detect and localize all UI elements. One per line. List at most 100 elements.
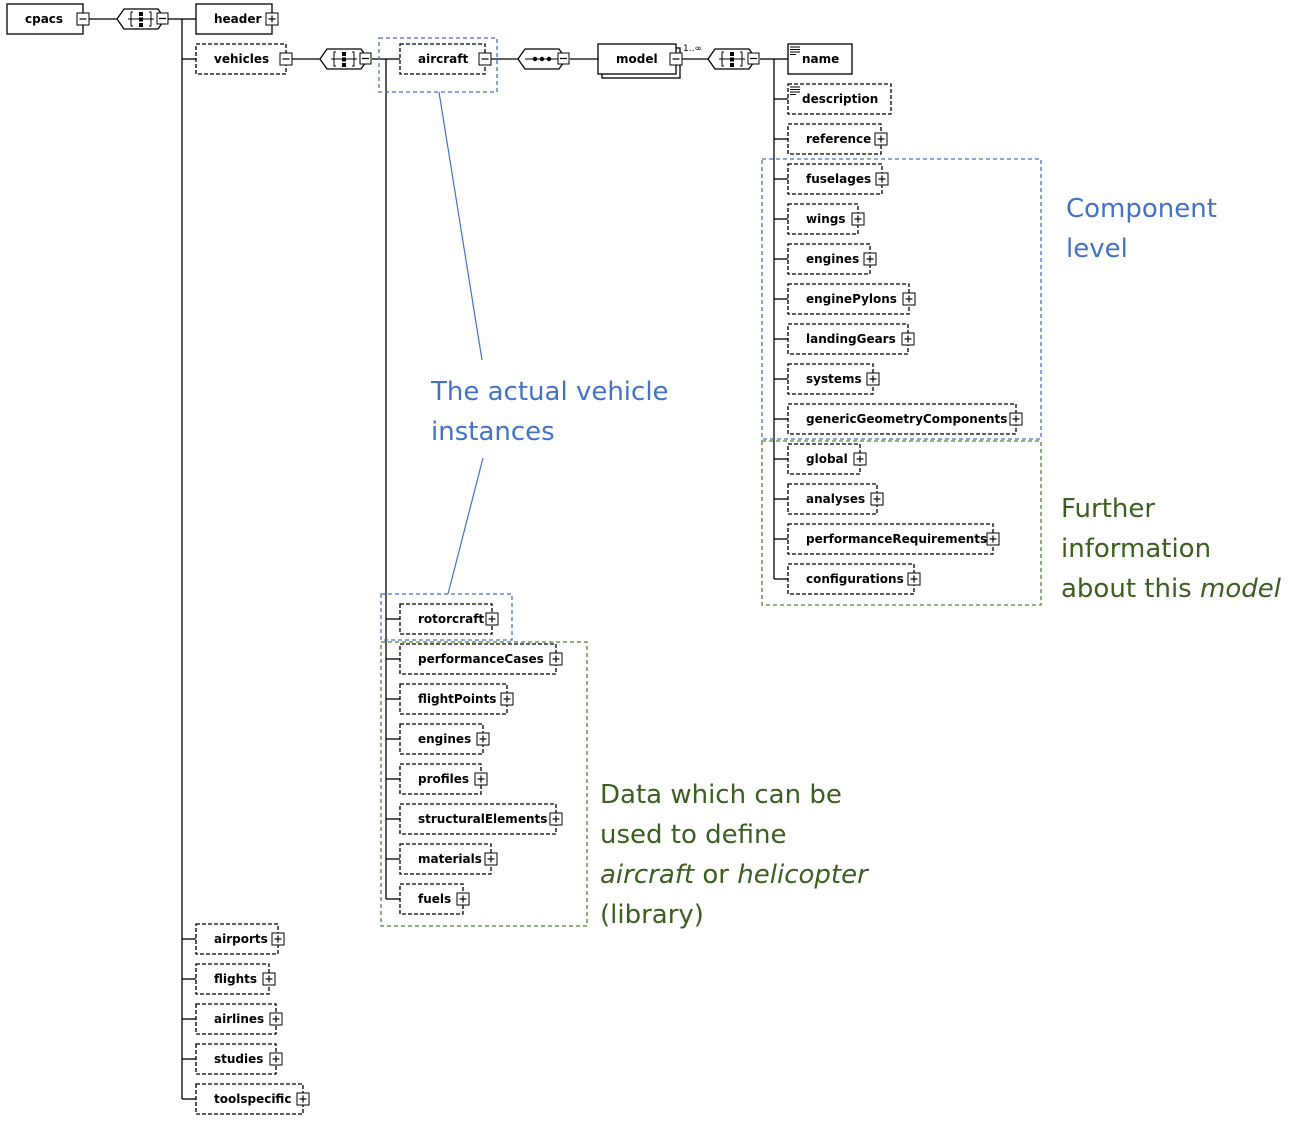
further-info-line3: about this model (1061, 574, 1282, 604)
node-name[interactable]: name (787, 43, 853, 75)
node-label: landingGears (806, 332, 896, 346)
node-box (399, 803, 557, 835)
expand-plus-icon[interactable] (265, 12, 279, 26)
expand-plus-icon[interactable] (874, 132, 888, 146)
node-label: airlines (214, 1012, 264, 1026)
node-airlines[interactable]: airlines (195, 1003, 283, 1035)
expand-plus-icon[interactable] (269, 1052, 283, 1066)
node-profiles[interactable]: profiles (399, 763, 488, 795)
node-configurations[interactable]: configurations (787, 563, 921, 595)
collapse-minus-icon[interactable] (478, 52, 492, 66)
node-label: flights (214, 972, 257, 986)
library-line3-mid: or (694, 860, 737, 890)
node-fuselages[interactable]: fuselages (787, 163, 889, 195)
node-studies[interactable]: studies (195, 1043, 283, 1075)
node-airports[interactable]: airports (195, 923, 285, 955)
expand-plus-icon[interactable] (262, 972, 276, 986)
node-label: header (214, 12, 262, 26)
node-engines[interactable]: engines (787, 243, 877, 275)
further-info-line3-italic: model (1200, 574, 1282, 604)
node-label: performanceCases (418, 652, 544, 666)
library-line3: aircraft or helicopter (600, 860, 870, 890)
node-flight-points[interactable]: flightPoints (399, 683, 514, 715)
node-flights[interactable]: flights (195, 963, 276, 995)
further-info-box (761, 440, 1042, 606)
node-aircraft[interactable]: aircraft (399, 43, 492, 75)
node-label: performanceRequirements (806, 532, 987, 546)
node-label: toolspecific (214, 1092, 291, 1106)
node-model[interactable]: model (597, 43, 683, 79)
node-wings[interactable]: wings (787, 203, 865, 235)
model-multiplicity: 1..∞ (683, 44, 702, 54)
node-header[interactable]: header (195, 3, 279, 35)
node-box (787, 483, 878, 515)
node-label: systems (806, 372, 862, 386)
node-systems[interactable]: systems (787, 363, 880, 395)
node-vehicles[interactable]: vehicles (195, 43, 293, 75)
expand-plus-icon[interactable] (456, 892, 470, 906)
highlight-boxes (378, 37, 1042, 927)
node-description[interactable]: description (787, 83, 892, 115)
node-box (787, 443, 861, 475)
node-structural-elements[interactable]: structuralElements (399, 803, 563, 835)
node-performance-requirements[interactable]: performanceRequirements (787, 523, 1000, 555)
expand-plus-icon[interactable] (1009, 412, 1023, 426)
expand-plus-icon[interactable] (474, 772, 488, 786)
expand-plus-icon[interactable] (296, 1092, 310, 1106)
node-label: engines (418, 732, 471, 746)
node-box (787, 83, 892, 115)
expand-plus-icon[interactable] (549, 652, 563, 666)
node-analyses[interactable]: analyses (787, 483, 884, 515)
expand-plus-icon[interactable] (986, 532, 1000, 546)
node-label: aircraft (418, 52, 468, 66)
node-rotorcraft[interactable]: rotorcraft (399, 603, 499, 635)
node-box (787, 323, 909, 355)
expand-plus-icon[interactable] (851, 212, 865, 226)
expand-plus-icon[interactable] (485, 612, 499, 626)
node-reference[interactable]: reference (787, 123, 888, 155)
callout-lines (438, 91, 484, 595)
node-landing-gears[interactable]: landingGears (787, 323, 915, 355)
node-cpacs[interactable]: cpacs (6, 3, 90, 35)
node-label: genericGeometryComponents (806, 412, 1007, 426)
expand-plus-icon[interactable] (476, 732, 490, 746)
node-materials[interactable]: materials (399, 843, 498, 875)
node-label: enginePylons (806, 292, 897, 306)
collapse-minus-icon[interactable] (76, 12, 90, 26)
node-box (195, 3, 273, 35)
expand-plus-icon[interactable] (549, 812, 563, 826)
node-label: wings (806, 212, 845, 226)
node-box (195, 1003, 277, 1035)
library-line3-italic-b: helicopter (737, 860, 870, 890)
sequence-compositor-model (707, 48, 760, 70)
further-info-line1: Further (1061, 494, 1155, 524)
node-toolspecific[interactable]: toolspecific (195, 1083, 310, 1115)
expand-plus-icon[interactable] (269, 1012, 283, 1026)
vehicle-instances-line1: The actual vehicle (430, 377, 669, 407)
expand-plus-icon[interactable] (863, 252, 877, 266)
node-performance-cases[interactable]: performanceCases (399, 643, 563, 675)
expand-plus-icon[interactable] (901, 332, 915, 346)
collapse-minus-icon[interactable] (279, 52, 293, 66)
expand-plus-icon[interactable] (875, 172, 889, 186)
node-box (195, 1083, 304, 1115)
tree-connectors (88, 18, 788, 1100)
node-box (787, 163, 883, 195)
collapse-minus-icon[interactable] (669, 52, 683, 66)
expand-plus-icon[interactable] (870, 492, 884, 506)
node-profiles-engines[interactable]: engines (399, 723, 490, 755)
callout-line-rotorcraft (447, 457, 484, 595)
node-engine-pylons[interactable]: enginePylons (787, 283, 916, 315)
node-generic-geometry-components[interactable]: genericGeometryComponents (787, 403, 1023, 435)
expand-plus-icon[interactable] (902, 292, 916, 306)
node-global[interactable]: global (787, 443, 867, 475)
expand-plus-icon[interactable] (853, 452, 867, 466)
expand-plus-icon[interactable] (484, 852, 498, 866)
expand-plus-icon[interactable] (907, 572, 921, 586)
expand-plus-icon[interactable] (866, 372, 880, 386)
expand-plus-icon[interactable] (271, 932, 285, 946)
node-box (399, 43, 486, 75)
node-fuels[interactable]: fuels (399, 883, 470, 915)
expand-plus-icon[interactable] (500, 692, 514, 706)
